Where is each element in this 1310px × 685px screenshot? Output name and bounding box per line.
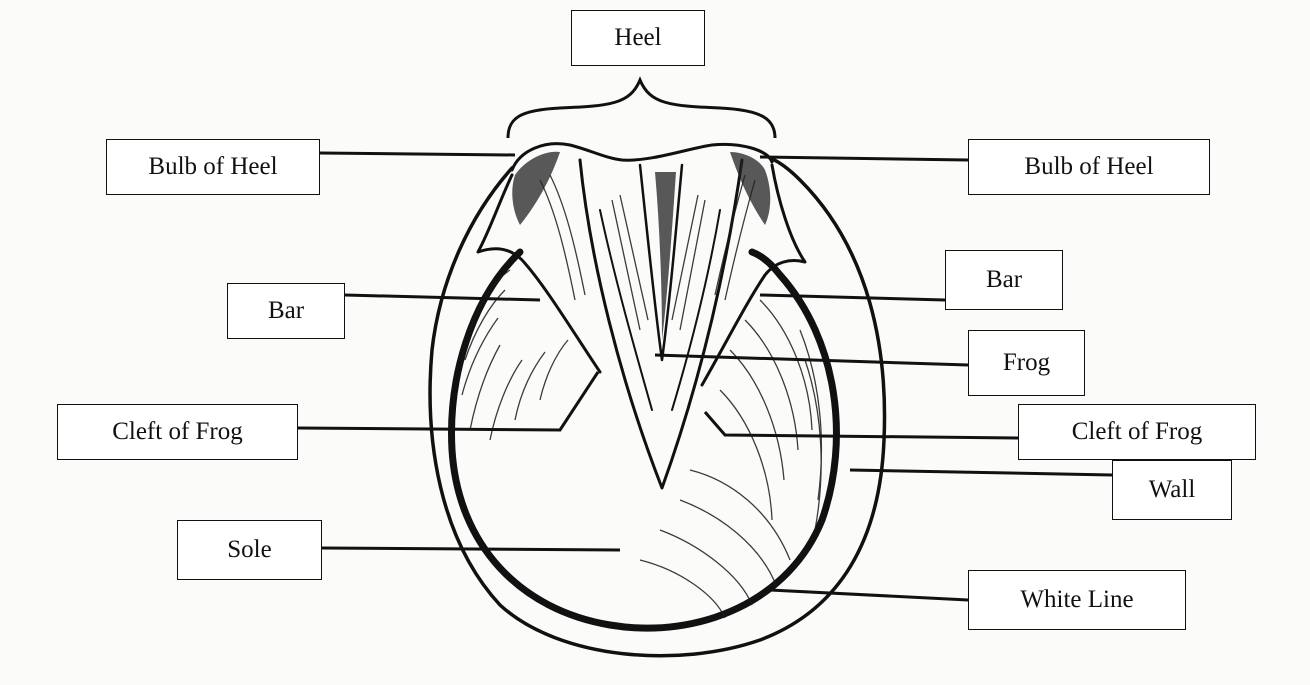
- leader-bulb-right: [760, 157, 968, 160]
- label-bulb-of-heel-right: Bulb of Heel: [968, 139, 1210, 195]
- leader-bulb-left: [320, 153, 515, 155]
- leader-bar-right: [760, 295, 945, 300]
- left-bar: [478, 175, 600, 372]
- label-cleft-of-frog-left: Cleft of Frog: [57, 404, 298, 460]
- label-bar-left: Bar: [227, 283, 345, 339]
- label-bulb-of-heel-left: Bulb of Heel: [106, 139, 320, 195]
- leader-sole: [322, 548, 620, 550]
- leader-white-line: [770, 590, 968, 600]
- leader-cleft-left: [298, 372, 598, 430]
- label-wall: Wall: [1112, 460, 1232, 520]
- label-cleft-of-frog-right: Cleft of Frog: [1018, 404, 1256, 460]
- label-bar-right: Bar: [945, 250, 1063, 310]
- heel-brace: [508, 80, 775, 138]
- leader-wall: [850, 470, 1112, 475]
- label-sole: Sole: [177, 520, 322, 580]
- label-white-line: White Line: [968, 570, 1186, 630]
- leader-cleft-right: [705, 412, 1018, 438]
- label-frog: Frog: [968, 330, 1085, 396]
- label-heel: Heel: [571, 10, 705, 66]
